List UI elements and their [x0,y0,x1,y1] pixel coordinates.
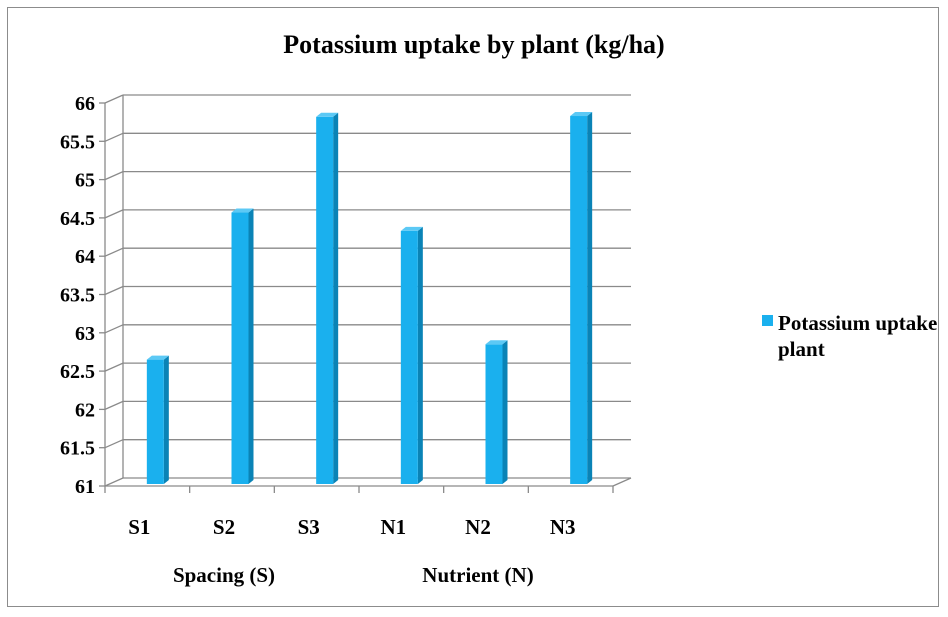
legend-label: Potassium uptake by plant [778,311,940,361]
bar-side [248,208,254,484]
gridline-depth [104,324,124,334]
bar-front [146,359,164,484]
gridline-depth [104,285,124,296]
bar-side [417,226,423,484]
bar-top [485,340,508,345]
bar-chart: Potassium uptake by plant (kg/ha) 61 61.5… [60,30,940,587]
bar-top [146,355,169,360]
bar-top [400,226,423,231]
bars-layer [146,112,593,485]
bar-side [333,112,339,485]
grid-layer [104,94,631,487]
legend-label-line-1: Potassium uptake by [778,311,940,335]
y-tick-label: 65.5 [60,131,95,153]
y-tick-label: 62 [75,399,95,421]
gridline-depth [104,94,124,104]
legend-label-line-2: plant [778,337,825,361]
bar-side [502,340,508,484]
y-tick-label: 61.5 [60,438,95,460]
x-tick-label: N3 [550,515,576,539]
gridline-depth [104,209,124,219]
bar-top [316,112,339,117]
bar-side [163,355,169,484]
bar-n2 [485,340,508,484]
group-label: Nutrient (N) [422,563,533,587]
bar-front [400,230,418,484]
chart-frame: Potassium uptake by plant (kg/ha) 61 61.5… [7,7,940,607]
bar-s2 [231,208,254,484]
gridline-depth [104,132,124,142]
y-tick-label: 63.5 [60,285,95,307]
y-tick-label: 62.5 [60,361,95,383]
bar-top [570,112,593,117]
bar-n3 [570,112,593,484]
gridline-depth [104,171,124,181]
bar-side [587,112,593,484]
y-tick-label: 64 [75,246,95,268]
x-tick-label: N1 [380,515,406,539]
legend-swatch [762,315,773,326]
gridline-depth [104,439,124,449]
x-tick-label: S2 [213,515,235,539]
gridline-depth [104,362,124,372]
gridline-depth [104,477,124,487]
x-tick-label: S1 [128,515,150,539]
y-tick-label: 65 [75,170,95,192]
group-label: Spacing (S) [173,563,275,587]
bar-front [231,212,249,484]
x-axis-depth [612,477,632,487]
bar-front [316,116,334,485]
legend: Potassium uptake by plant [762,311,940,361]
gridline-depth [104,247,124,257]
bar-s3 [316,112,339,485]
y-tick-label: 61 [75,476,95,498]
bar-front [485,344,503,484]
x-tick-label: N2 [465,515,491,539]
gridline-depth [104,400,124,410]
x-tick-label: S3 [298,515,320,539]
axis-layer [99,102,632,493]
bar-n1 [400,226,423,484]
bar-front [570,116,588,484]
y-tick-label: 66 [75,93,95,115]
bar-top [231,208,254,213]
y-tick-label: 63 [75,323,95,345]
chart-title: Potassium uptake by plant (kg/ha) [283,30,664,59]
y-tick-label: 64.5 [60,208,95,230]
bar-s1 [146,355,169,484]
